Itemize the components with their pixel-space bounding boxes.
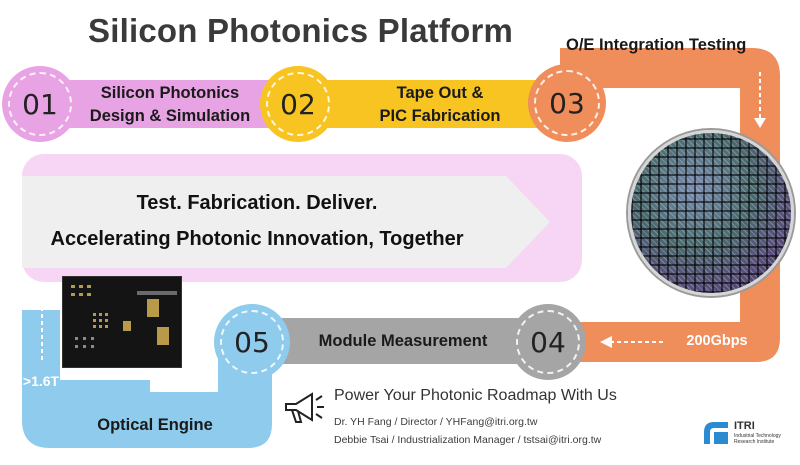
itri-logo-sub-2: Research Institute (734, 439, 775, 445)
left-arrow-head (600, 336, 612, 348)
itri-logo-icon (704, 422, 728, 444)
itri-logo-subtitle: Industrial Technology Research Institute (734, 433, 781, 445)
optical-engine-board-image (62, 276, 182, 368)
itri-logo-sub-1: Industrial Technology (734, 433, 781, 439)
itri-logo-name: ITRI (734, 420, 755, 432)
step-02-label: Tape Out & PIC Fabrication (350, 82, 530, 128)
left-speed-label: >1.6T (22, 373, 60, 389)
step-01-label: Silicon Photonics Design & Simulation (80, 82, 260, 128)
step-04-number: 04 (530, 325, 566, 359)
step-03-number: 03 (549, 86, 585, 120)
contact-headline: Power Your Photonic Roadmap With Us (334, 387, 617, 404)
megaphone-icon (285, 392, 324, 423)
right-speed-label: 200Gbps (686, 333, 748, 349)
wafer-image (628, 130, 794, 296)
contact-line-2: Debbie Tsai / Industrialization Manager … (334, 434, 602, 446)
step-01-label-line-2: Design & Simulation (89, 107, 251, 125)
step-02-number: 02 (280, 87, 316, 121)
step-03-circle: 03 (528, 64, 606, 142)
step-04-circle: 04 (510, 304, 586, 380)
step-05-number: 05 (234, 325, 270, 359)
step-01-circle: 01 (2, 66, 78, 142)
banner-line-1: Test. Fabrication. Deliver. (136, 192, 378, 214)
step-05-circle: 05 (214, 304, 290, 380)
blue-path (22, 310, 272, 448)
step-01-label-line-1: Silicon Photonics (100, 84, 240, 102)
step-02-label-line-1: Tape Out & (396, 84, 484, 102)
page-title: Silicon Photonics Platform (88, 12, 514, 49)
banner-arrow (22, 176, 550, 268)
down-arrow-head (754, 118, 766, 128)
step-02-label-line-2: PIC Fabrication (379, 107, 501, 125)
step-04-label: Module Measurement (318, 332, 488, 350)
step-02-circle: 02 (260, 66, 336, 142)
step-03-label: O/E Integration Testing (566, 36, 747, 54)
step-05-label: Optical Engine (97, 416, 213, 434)
up-arrow-head (36, 292, 48, 302)
contact-line-1: Dr. YH Fang / Director / YHFang@itri.org… (334, 416, 538, 428)
banner-line-2: Accelerating Photonic Innovation, Togeth… (50, 228, 464, 250)
step-01-number: 01 (22, 87, 58, 121)
